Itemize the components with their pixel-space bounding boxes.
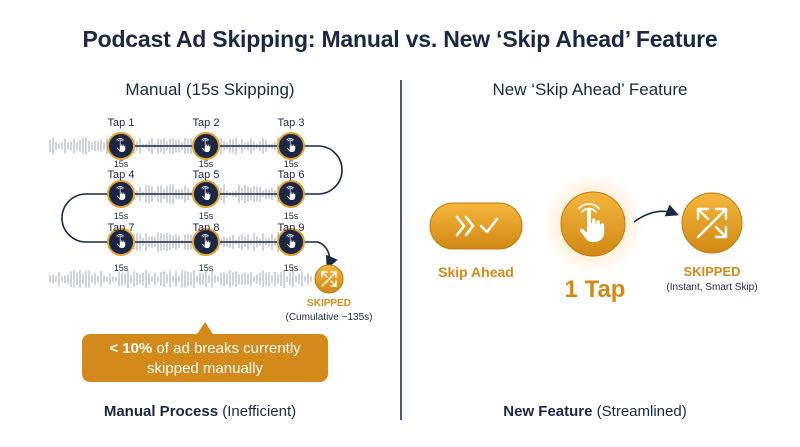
callout-pointer: [197, 322, 213, 334]
seconds-label: 15s: [113, 159, 129, 169]
feature-skipped-label: SKIPPED: [683, 264, 741, 279]
skip-ahead-label: Skip Ahead: [438, 264, 514, 280]
feature-footer: New Feature (Streamlined): [440, 403, 750, 420]
arrow-to-skipped: [633, 204, 679, 223]
tap-hand-icon: [192, 132, 220, 160]
skip-ahead-button[interactable]: [429, 202, 523, 250]
tap-hand-icon: [192, 228, 220, 256]
tap-label: Tap 4: [107, 169, 135, 181]
cumulative-label: (Cumulative ~135s): [285, 312, 373, 323]
tap-label: Tap 9: [277, 222, 305, 234]
single-tap-button[interactable]: [543, 174, 643, 274]
manual-footer-strong: Manual Process: [103, 403, 219, 420]
seconds-label: 15s: [198, 211, 214, 221]
tap-hand-icon: [107, 228, 135, 256]
tap-hand-icon: [277, 228, 305, 256]
seconds-label: 15s: [283, 263, 299, 273]
seconds-label: 15s: [113, 263, 129, 273]
audio-waveforms: [49, 137, 312, 288]
tap-hand-icon: [107, 132, 135, 160]
tap-hand-icon: [578, 203, 605, 242]
tap-label: Tap 3: [277, 117, 305, 129]
seconds-label: 15s: [198, 159, 214, 169]
tap-label: Tap 5: [192, 169, 220, 181]
tap-label: Tap 8: [192, 222, 220, 234]
manual-heading: Manual (15s Skipping): [125, 80, 295, 99]
manual-footer: Manual Process (Inefficient): [40, 403, 360, 420]
seconds-label: 15s: [198, 263, 214, 273]
tap-label: Tap 6: [277, 169, 305, 181]
manual-skip-callout: < 10% of ad breaks currently skipped man…: [82, 334, 328, 382]
one-tap-label: 1 Tap: [564, 276, 626, 303]
seconds-label: 15s: [283, 159, 299, 169]
tap-hand-icon: [277, 132, 305, 160]
center-divider: [400, 80, 402, 420]
shuffle-arrows-icon: [681, 192, 743, 254]
feature-footer-strong: New Feature: [503, 403, 593, 420]
callout-text-line2: skipped manually: [147, 360, 263, 377]
callout-percentage: < 10%: [109, 340, 153, 357]
seconds-label: 15s: [113, 211, 129, 221]
manual-footer-rest: (Inefficient): [218, 403, 297, 420]
tap-circles: [107, 132, 305, 256]
tap-hand-icon: [277, 180, 305, 208]
feature-heading: New ‘Skip Ahead’ Feature: [492, 80, 688, 99]
feature-skipped-subtitle: (Instant, Smart Skip): [666, 282, 758, 293]
manual-skipped-label: SKIPPED: [307, 298, 351, 309]
feature-footer-rest: (Streamlined): [592, 403, 687, 420]
tap-label: Tap 1: [107, 117, 135, 129]
tap-hand-icon: [107, 180, 135, 208]
tap-label: Tap 2: [192, 117, 220, 129]
shuffle-arrows-icon: [314, 264, 344, 294]
tap-hand-icon: [192, 180, 220, 208]
callout-text: of ad breaks currently: [152, 340, 301, 357]
tap-label: Tap 7: [107, 222, 135, 234]
seconds-label: 15s: [283, 211, 299, 221]
page-title: Podcast Ad Skipping: Manual vs. New ‘Ski…: [82, 26, 718, 52]
double-chevron-check-icon: [455, 215, 499, 237]
